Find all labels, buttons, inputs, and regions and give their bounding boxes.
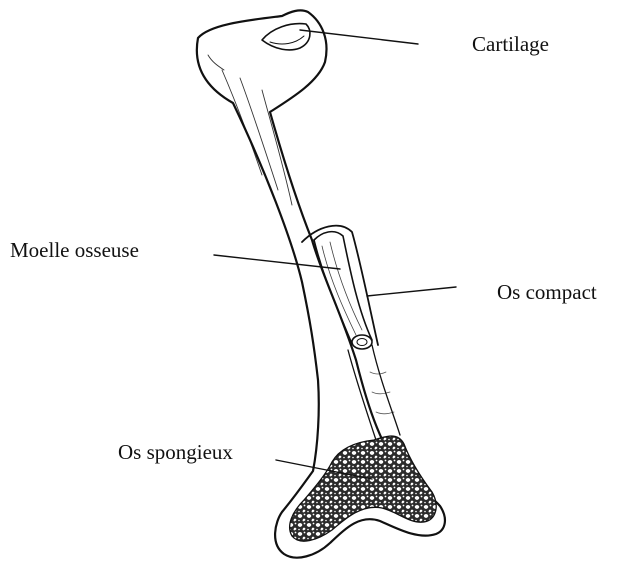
cartilage-leader: [300, 30, 418, 44]
shaft-texture: [208, 55, 292, 205]
marrow-cross-section: [352, 335, 372, 349]
label-os-compact: Os compact: [497, 280, 597, 304]
label-cartilage: Cartilage: [472, 32, 549, 56]
label-moelle-osseuse: Moelle osseuse: [10, 238, 139, 262]
spongy-bone: [290, 436, 437, 541]
label-os-spongieux: Os spongieux: [118, 440, 233, 464]
moelle-leader: [214, 255, 340, 269]
compact-leader: [367, 287, 456, 296]
